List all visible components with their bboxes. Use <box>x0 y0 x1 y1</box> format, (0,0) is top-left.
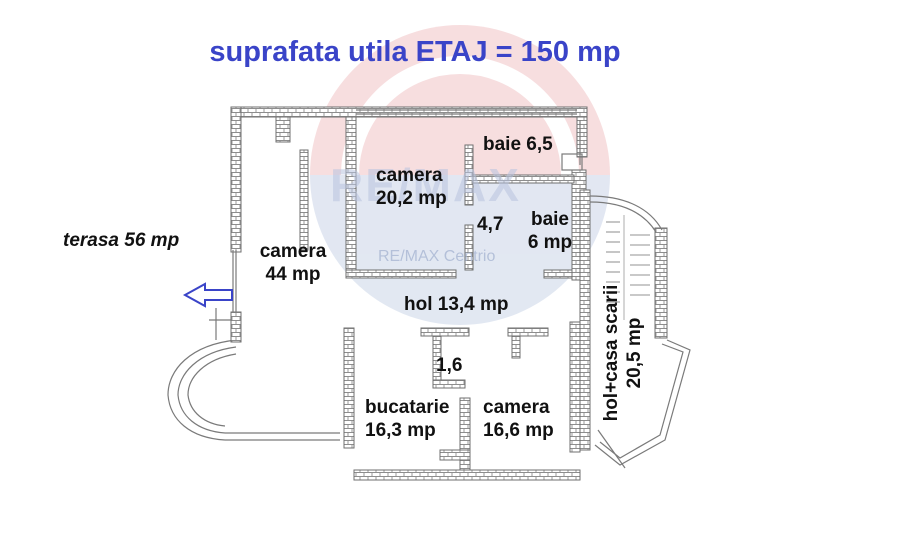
terrace-label: terasa 56 mp <box>63 230 180 251</box>
window-frames <box>232 109 691 469</box>
exit-arrow-icon <box>182 282 233 308</box>
watermark-office: RE/MAX Centrio <box>378 248 496 265</box>
watermark-logo <box>310 25 610 325</box>
room-hol: hol 13,4 mp <box>404 294 509 315</box>
walls <box>230 106 668 481</box>
page-title: suprafata utila ETAJ = 150 mp <box>209 36 621 68</box>
terrace-arc <box>167 308 340 441</box>
watermark-brand: RE/MAX <box>330 159 521 211</box>
room-baie-65: baie 6,5 <box>483 134 553 155</box>
room-closet-16: 1,6 <box>436 355 463 376</box>
staircase <box>606 215 650 320</box>
room-closet-47: 4,7 <box>477 214 504 235</box>
